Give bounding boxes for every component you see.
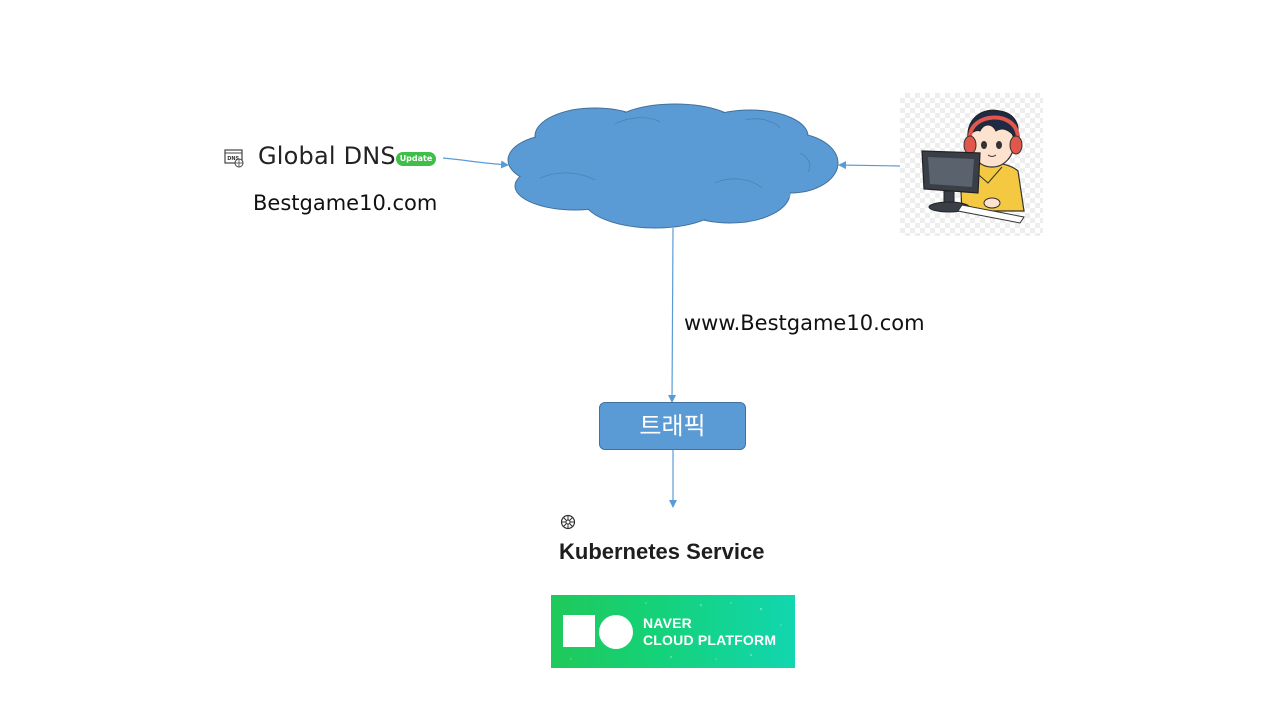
cloud-icon bbox=[500, 98, 845, 230]
update-badge: Update bbox=[396, 152, 436, 166]
arrow-dns-to-cloud bbox=[442, 157, 509, 169]
route-url-label: www.Bestgame10.com bbox=[684, 311, 925, 335]
global-dns-title: Global DNS bbox=[258, 142, 396, 170]
kubernetes-helm-icon bbox=[560, 514, 576, 530]
svg-text:DNS: DNS bbox=[227, 156, 239, 162]
naver-circle-mark bbox=[599, 615, 633, 649]
naver-logo-line2: CLOUD PLATFORM bbox=[643, 632, 777, 648]
traffic-node: 트래픽 bbox=[599, 402, 746, 450]
dns-server-icon: DNS bbox=[224, 148, 244, 168]
naver-logo-line1: NAVER bbox=[643, 615, 692, 631]
arrow-user-to-cloud bbox=[838, 161, 901, 170]
dns-domain-label: Bestgame10.com bbox=[253, 191, 438, 215]
banner-sparkle-decoration bbox=[570, 602, 782, 660]
arrow-cloud-to-traffic bbox=[668, 227, 677, 403]
gamer-user-illustration bbox=[900, 93, 1043, 236]
kubernetes-service-title: Kubernetes Service bbox=[559, 539, 765, 564]
naver-square-mark bbox=[563, 615, 595, 647]
naver-cloud-platform-logo: NAVER CLOUD PLATFORM bbox=[551, 595, 795, 668]
